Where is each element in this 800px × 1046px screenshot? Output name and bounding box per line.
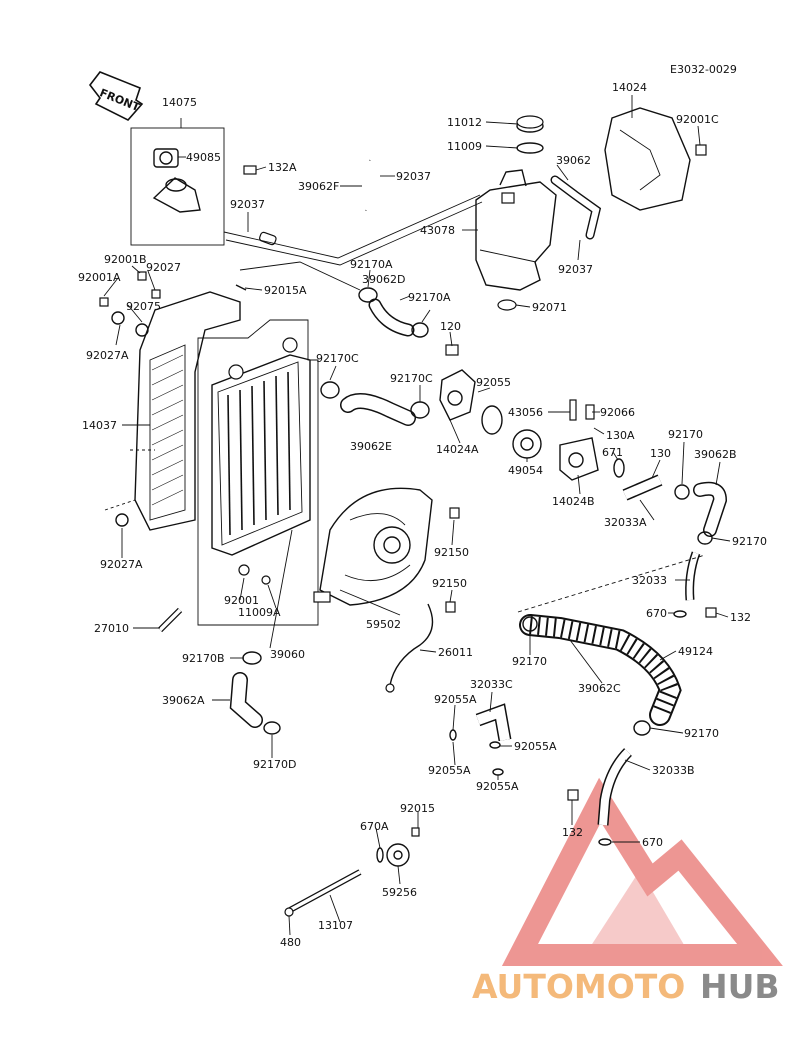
label-671: 671 <box>602 446 623 459</box>
watermark-text: AUTOMOTO HUB <box>472 967 780 1006</box>
label-132-a: 132 <box>730 611 751 624</box>
label-92170B: 92170B <box>182 652 225 665</box>
label-92027A-bottom: 92027A <box>100 558 143 571</box>
drawing-code: E3032-0029 <box>670 63 737 76</box>
label-92027: 92027 <box>146 261 181 274</box>
label-92170-b: 92170 <box>732 535 767 548</box>
label-92027A-top: 92027A <box>86 349 129 362</box>
label-92001: 92001 <box>224 594 259 607</box>
front-arrow: FRONT <box>88 71 144 121</box>
label-670-a: 670 <box>646 607 667 620</box>
label-32033C: 32033C <box>470 678 513 691</box>
label-49085: 49085 <box>186 151 221 164</box>
label-59256: 59256 <box>382 886 417 899</box>
label-13107: 13107 <box>318 919 353 932</box>
label-27010: 27010 <box>94 622 129 635</box>
label-92170A-2: 92170A <box>408 291 451 304</box>
label-11009A: 11009A <box>238 606 281 619</box>
label-92150-a: 92150 <box>434 546 469 559</box>
label-92170C-1: 92170C <box>316 352 359 365</box>
watermark-text-part1: AUTOMOTO <box>472 967 685 1006</box>
label-132-b: 132 <box>562 826 583 839</box>
group-box-39060 <box>197 319 319 626</box>
label-43078: 43078 <box>420 224 455 237</box>
label-92037-a: 92037 <box>230 198 265 211</box>
label-39062C: 39062C <box>578 682 621 695</box>
label-92170-d: 92170 <box>684 727 719 740</box>
label-39062B: 39062B <box>694 448 737 461</box>
label-43056: 43056 <box>508 406 543 419</box>
label-92170A-1: 92170A <box>350 258 393 271</box>
label-92055: 92055 <box>476 376 511 389</box>
small-hardware <box>99 271 460 613</box>
reserve-tank <box>475 115 557 311</box>
label-92001C: 92001C <box>676 113 719 126</box>
radiator-side-cover <box>134 291 241 531</box>
label-39062: 39062 <box>556 154 591 167</box>
watermark-logo <box>501 777 783 966</box>
label-59502: 59502 <box>366 618 401 631</box>
label-32033A: 32033A <box>604 516 647 529</box>
label-130: 130 <box>650 447 671 460</box>
label-92055A-3: 92055A <box>428 764 471 777</box>
radiator-core <box>211 337 311 585</box>
label-32033: 32033 <box>632 574 667 587</box>
label-130A: 130A <box>606 429 635 442</box>
filler-neck <box>152 148 277 246</box>
label-39062E: 39062E <box>350 440 392 453</box>
label-14075: 14075 <box>162 96 197 109</box>
label-132A: 132A <box>268 161 297 174</box>
label-14024A: 14024A <box>436 443 479 456</box>
label-11009: 11009 <box>447 140 482 153</box>
label-92066: 92066 <box>600 406 635 419</box>
watermark-text-part2: HUB <box>700 967 780 1006</box>
label-49054: 49054 <box>508 464 543 477</box>
label-92170C-2: 92170C <box>390 372 433 385</box>
label-120: 120 <box>440 320 461 333</box>
label-92037-b: 92037 <box>396 170 431 183</box>
label-11012: 11012 <box>447 116 482 129</box>
label-92001B: 92001B <box>104 253 147 266</box>
group-box-14075 <box>130 127 225 246</box>
leader-lines <box>103 95 731 936</box>
label-92055A-1: 92055A <box>434 693 477 706</box>
label-92001A: 92001A <box>78 271 121 284</box>
label-92170D: 92170D <box>253 758 296 771</box>
part-labels: 14075 49085 132A 92037 92001B 92001A 920… <box>78 81 767 949</box>
label-92015A: 92015A <box>264 284 307 297</box>
label-26011: 26011 <box>438 646 473 659</box>
label-39062F: 39062F <box>298 180 339 193</box>
label-92071: 92071 <box>532 301 567 314</box>
label-92075: 92075 <box>126 300 161 313</box>
label-92015: 92015 <box>400 802 435 815</box>
label-670-b: 670 <box>642 836 663 849</box>
label-14037: 14037 <box>82 419 117 432</box>
label-14024B: 14024B <box>552 495 595 508</box>
label-49124: 49124 <box>678 645 713 658</box>
label-39062D: 39062D <box>362 273 405 286</box>
label-39062A: 39062A <box>162 694 205 707</box>
label-32033B: 32033B <box>652 764 695 777</box>
label-92170-c: 92170 <box>512 655 547 668</box>
label-92037-c: 92037 <box>558 263 593 276</box>
label-92150-b: 92150 <box>432 577 467 590</box>
label-92055A-2: 92055A <box>514 740 557 753</box>
thermostat-housing <box>439 344 625 481</box>
label-92170-a: 92170 <box>668 428 703 441</box>
label-14024: 14024 <box>612 81 647 94</box>
cooling-fan <box>313 487 433 606</box>
label-92055A-4: 92055A <box>476 780 519 793</box>
label-670A: 670A <box>360 820 389 833</box>
fan-shroud-14024 <box>604 107 707 211</box>
label-39060: 39060 <box>270 648 305 661</box>
label-480: 480 <box>280 936 301 949</box>
